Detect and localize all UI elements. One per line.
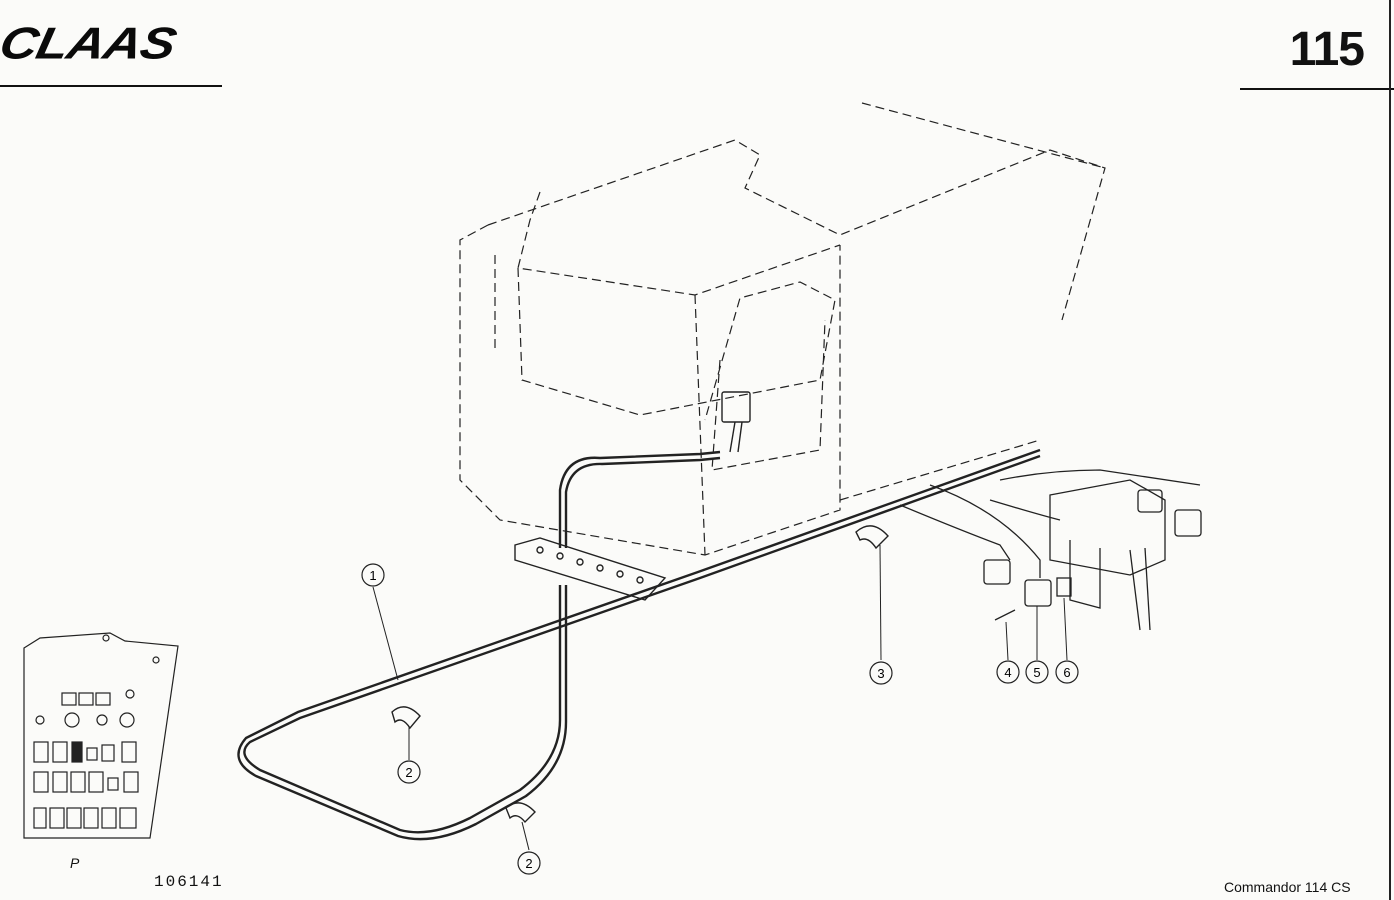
callout-label: 3 [877, 666, 884, 681]
callout-label: 2 [525, 856, 532, 871]
callout-2a: 2 [397, 760, 421, 784]
callout-6: 6 [1055, 660, 1079, 684]
model-name: Commandor 114 CS [1224, 879, 1351, 895]
callout-label: 4 [1004, 665, 1011, 680]
callout-2b: 2 [517, 851, 541, 875]
callout-label: 5 [1033, 665, 1040, 680]
callout-label: 1 [369, 568, 376, 583]
page-number-underline [1240, 88, 1394, 90]
callout-label: 2 [405, 765, 412, 780]
panel-label: P [70, 855, 80, 871]
right-border [1389, 0, 1391, 900]
callout-5: 5 [1025, 660, 1049, 684]
valve-block [899, 469, 1202, 631]
cable-clips [391, 525, 889, 824]
logo-underline [0, 85, 222, 87]
control-panel-inset [23, 632, 179, 839]
callout-4: 4 [996, 660, 1020, 684]
mounting-bracket [514, 537, 667, 601]
callout-leaders [372, 544, 1068, 851]
page-number: 115 [1289, 23, 1365, 76]
cab-outline [459, 102, 1106, 556]
callout-label: 6 [1063, 665, 1070, 680]
drawing-number: 106141 [154, 873, 224, 891]
callout-3: 3 [869, 661, 893, 685]
cab-connector [721, 391, 751, 453]
main-harness [237, 448, 1041, 841]
callout-1: 1 [361, 563, 385, 587]
